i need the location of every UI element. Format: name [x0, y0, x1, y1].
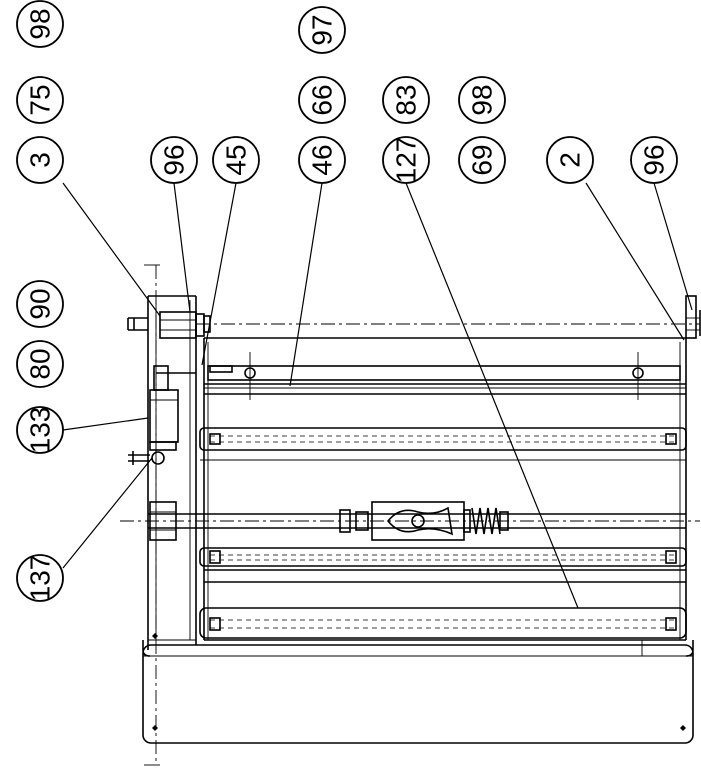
balloon-b75: 75: [16, 76, 64, 124]
balloon-b66: 66: [298, 76, 346, 124]
balloon-b137: 137: [16, 554, 64, 602]
balloon-b2: 2: [546, 136, 594, 184]
balloon-label: 127: [391, 137, 422, 184]
balloon-label: 69: [467, 144, 498, 175]
balloon-b80: 80: [16, 340, 64, 388]
balloon-b127: 127: [382, 136, 430, 184]
balloon-label: 97: [307, 14, 338, 45]
component-133: [149, 365, 196, 451]
balloon-label: 66: [307, 84, 338, 115]
roller-127: [199, 607, 687, 639]
roller-upper: [199, 427, 687, 461]
balloon-label: 98: [467, 84, 498, 115]
balloon-label: 133: [25, 407, 56, 454]
balloon-label: 137: [25, 555, 56, 602]
balloon-b83: 83: [382, 76, 430, 124]
balloon-b133: 133: [16, 406, 64, 454]
centerlines: [144, 264, 700, 766]
balloon-label: 90: [25, 288, 56, 319]
balloon-b46: 46: [298, 136, 346, 184]
balloon-b3: 3: [16, 136, 64, 184]
balloon-b69: 69: [458, 136, 506, 184]
balloon-b45: 45: [212, 136, 260, 184]
balloon-b98b: 98: [458, 76, 506, 124]
balloon-label: 98: [25, 8, 56, 39]
left-side-frame: [147, 295, 197, 650]
balloon-label: 2: [555, 152, 586, 168]
main-shaft: [120, 501, 700, 541]
balloon-b97: 97: [298, 6, 346, 54]
balloon-b90: 90: [16, 280, 64, 328]
balloon-b96a: 96: [150, 136, 198, 184]
balloon-label: 80: [25, 348, 56, 379]
balloon-b96b: 96: [630, 136, 678, 184]
balloon-label: 3: [25, 152, 56, 168]
top-rod-45: [207, 352, 681, 400]
balloon-label: 75: [25, 84, 56, 115]
balloon-label: 96: [639, 144, 670, 175]
left-bracket-block: [159, 311, 205, 339]
balloon-label: 45: [221, 144, 252, 175]
roller-middle: [199, 547, 687, 583]
roller-46: [204, 383, 686, 395]
right-bracket: [685, 295, 701, 339]
balloon-b98a: 98: [16, 0, 64, 48]
balloon-label: 83: [391, 84, 422, 115]
balloon-label: 96: [159, 144, 190, 175]
hook-137: [128, 451, 165, 465]
balloon-label: 46: [307, 144, 338, 175]
base-hole-markers: [152, 633, 686, 731]
leader-lines: [62, 182, 693, 609]
base-plate: [142, 640, 694, 744]
